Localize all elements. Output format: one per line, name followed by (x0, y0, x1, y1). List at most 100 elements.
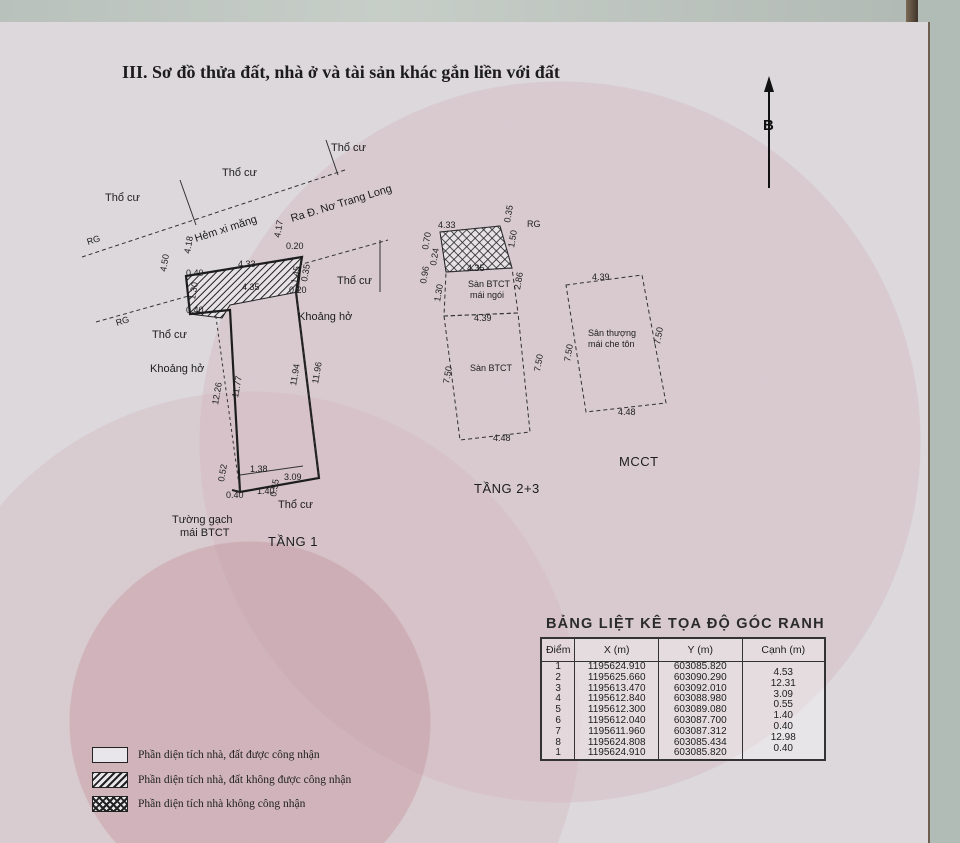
header-canh: Cạnh (m) (741, 637, 826, 662)
header-x: X (m) (574, 637, 659, 662)
cell-y: 603090.290 (658, 672, 743, 684)
legend-swatch-plain (92, 747, 128, 763)
dim: 4.33 (238, 259, 256, 269)
header-y: Y (m) (658, 637, 743, 662)
label-khoang-ho: Khoảng hở (150, 363, 204, 375)
dim: 11.77 (230, 375, 244, 398)
dim: 1.30 (432, 283, 445, 302)
dim: 0.40 (226, 490, 244, 500)
legend-text: Phần diện tích nhà không công nhận (138, 798, 306, 810)
dim: 4.33 (438, 220, 456, 230)
cell-canh: 12.31 (741, 678, 826, 690)
cell-x: 1195612.840 (574, 694, 659, 706)
label-tho-cu: Thổ cư (222, 167, 258, 179)
cell-canh: 12.98 (741, 732, 826, 744)
label-tho-cu: Thổ cư (105, 192, 141, 204)
dim: 0.20 (286, 241, 304, 251)
dim: 12.26 (210, 381, 224, 405)
plan-mcct: 4.39 7.50 7.50 4.48 Sân thượng mái che t… (562, 272, 667, 469)
plan-title: TẦNG 1 (268, 534, 318, 549)
label-san-btct: Sàn BTCT (470, 363, 513, 373)
dim: 4.17 (272, 219, 285, 238)
dim: 7.50 (652, 326, 665, 345)
dim: 4.35 (467, 263, 485, 273)
label-mai-btct: mái BTCT (180, 527, 230, 539)
cell-canh: 0.40 (741, 743, 826, 755)
cell-x: 1195612.040 (574, 715, 659, 727)
dim: 4.39 (474, 313, 492, 323)
dim: 1.30 (187, 281, 200, 300)
legend-swatch-crosshatch (92, 796, 128, 812)
cell-x: 1195613.470 (574, 683, 659, 695)
dim: 3.09 (284, 472, 302, 482)
plan-floor-2-3: 4.33 4.35 4.39 1.50 2.86 7.50 7.50 4.48 … (418, 204, 545, 496)
cell-y: 603085.820 (658, 748, 743, 761)
cell-x: 1195624.910 (574, 661, 659, 673)
dim: 4.48 (493, 433, 511, 443)
dim: 1.38 (250, 464, 268, 474)
section-heading: III. Sơ đồ thửa đất, nhà ở và tài sản kh… (122, 62, 560, 82)
dim: 7.50 (532, 353, 545, 372)
header-diem: Điểm (540, 637, 576, 662)
coord-table-title: BẢNG LIỆT KÊ TỌA ĐỘ GÓC RANH (546, 616, 825, 632)
dim: 1.40 (257, 486, 275, 496)
cell-canh: 3.09 (741, 689, 826, 701)
lot-boundary (184, 255, 321, 494)
cell-diem: 8 (540, 737, 576, 749)
dim: 4.39 (592, 272, 610, 282)
dim: 0.70 (420, 231, 433, 250)
label-road: Ra Đ. Nơ Trang Long (289, 183, 393, 225)
label-tho-cu: Thổ cư (152, 329, 188, 341)
label-tho-cu: Thổ cư (331, 142, 367, 154)
label-hem-xi-mang: Hẻm xi măng (193, 213, 258, 244)
dim: 4.35 (242, 282, 260, 292)
label-rg: RG (115, 314, 131, 328)
dim: 7.50 (562, 343, 575, 362)
cell-x: 1195624.910 (574, 748, 659, 761)
label-mai-ngoi: mái ngói (470, 290, 504, 300)
label-tho-cu: Thổ cư (337, 275, 373, 287)
cell-y: 603087.312 (658, 726, 743, 738)
label-rg: RG (86, 233, 102, 247)
legend-text: Phần diện tích nhà, đất được công nhận (138, 749, 320, 761)
dim: 11.96 (310, 361, 324, 384)
cell-canh: 0.55 (741, 700, 826, 712)
label-tho-cu: Thổ cư (278, 499, 314, 511)
cell-canh (741, 754, 826, 767)
cell-y: 603085.820 (658, 661, 743, 673)
dim: 2.86 (512, 271, 525, 290)
label-san-thuong: Sân thượng (588, 328, 636, 338)
dim: 0.55 (268, 478, 281, 497)
cell-canh: 0.40 (741, 721, 826, 733)
cell-diem: 2 (540, 672, 576, 684)
dim: 7.50 (441, 365, 454, 384)
dim: 11.94 (288, 363, 302, 386)
dim: 4.18 (182, 235, 195, 254)
cell-diem: 5 (540, 704, 576, 716)
north-arrow: B (763, 76, 774, 188)
mcct-outline (565, 274, 667, 413)
label-tuong-gach: Tường gạch (172, 514, 232, 526)
label-rg: RG (527, 219, 541, 229)
label-khoang-ho: Khoảng hở (298, 311, 352, 323)
plan-title: TẦNG 2+3 (474, 481, 540, 496)
cell-diem: 1 (540, 748, 576, 761)
cell-x: 1195624.808 (574, 737, 659, 749)
plan-floor-1: Thổ cư Thổ cư Thổ cư Hẻm xi măng Ra Đ. N… (81, 139, 393, 549)
dim: 0.96 (418, 265, 431, 284)
legend-item: Phần diện tích nhà không công nhận (92, 795, 305, 813)
north-label: B (763, 117, 774, 134)
dim: 1.50 (506, 229, 519, 248)
dim: 4.50 (158, 253, 171, 272)
legend-swatch-hatch (92, 772, 128, 788)
